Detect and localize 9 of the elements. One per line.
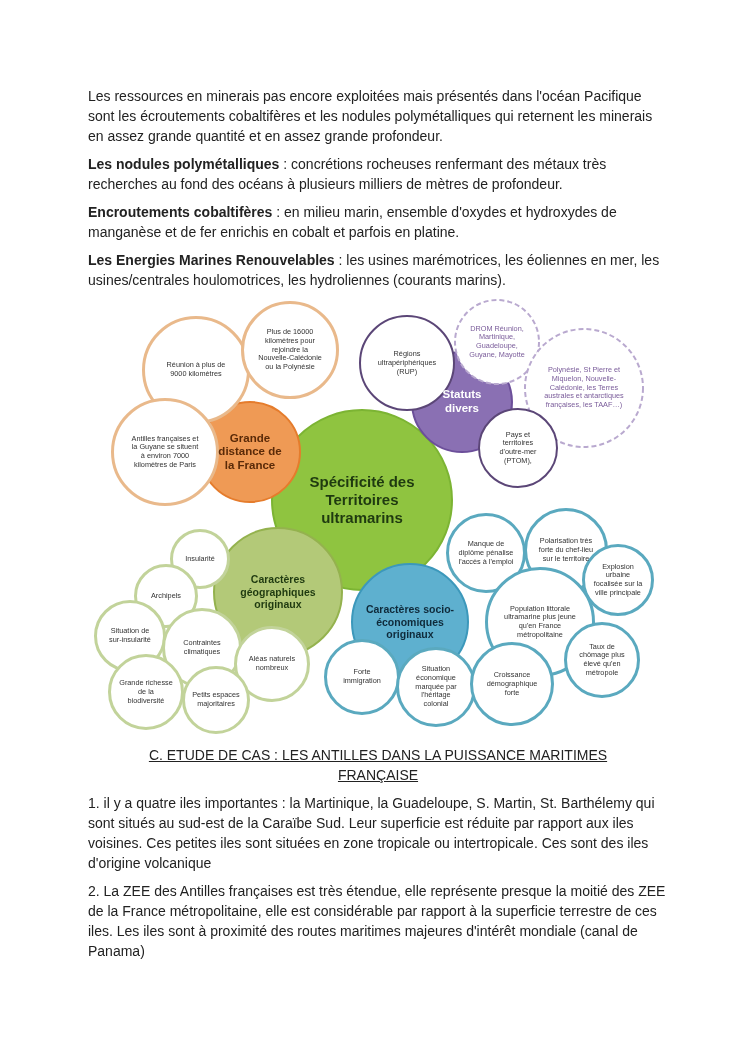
paragraph: 2. La ZEE des Antilles françaises est très étendue, elle représente presque la moitié des ZEE de la France métropolitaine, elle est considérable par rapport à la superficie terrestre de ces iles. Les iles sont à proximité des routes maritimes majeures d'intérêt mondiale (canal de Panama) <box>88 882 667 961</box>
section-heading: C. ETUDE DE CAS : LES ANTILLES DANS LA PUISSANCE MARITIMES FRANÇAISE <box>147 746 609 785</box>
hub-label: Caractères socio-économiques originaux <box>363 603 457 641</box>
paragraph: Les nodules polymétalliques : concrétions rocheuses renfermant des métaux très recherches au fond des océans à plusieurs milliers de mètres de profondeur. <box>88 155 608 194</box>
paragraph: 1. il y a quatre iles importantes : la Martinique, la Guadeloupe, S. Martin, St. Barthélemy qui sont situés au sud-est de la Caraïbe Sud. Leur superficie est réduite par rapport aux iles voisines. Ces petites iles sont situées en zone tropicale ou intertropicale. Ces sont des iles d'origine volcanique <box>88 794 656 873</box>
paragraph: Encroutements cobaltifères : en milieu marin, ensemble d'oxydes et hydroxydes de manganèse et de fer enrichis en cobalt et parfois en platine. <box>88 203 618 242</box>
paragraph: Les Energies Marines Renouvelables : les usines marémotrices, les éoliennes en mer, les usines/centrales houlomotrices, les hydroliennes (courants marins). <box>88 251 661 290</box>
hub-label: Statuts divers <box>429 388 495 416</box>
paragraph: Les ressources en minerais pas encore exploitées mais présentés dans l'océan Pacifique sont les écroutements cobaltifères et les nodules polymétalliques qui reternent les minerais en assez grande quantité et en assez grande profondeur. <box>88 87 654 146</box>
